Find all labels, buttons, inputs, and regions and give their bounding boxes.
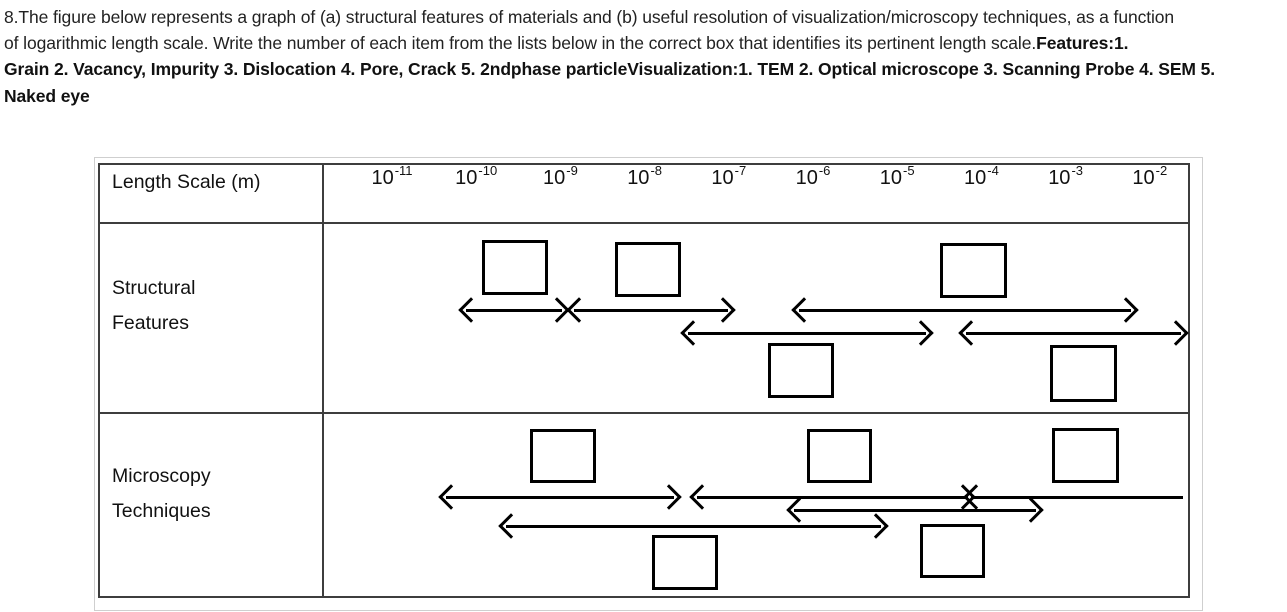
question-text: 8.The figure below represents a graph of… — [4, 4, 1285, 109]
range-arrow-mt-3 — [498, 512, 889, 539]
answer-box-mt-2 — [652, 535, 718, 590]
answer-box-sf-1 — [482, 240, 548, 295]
row-label-structural-line2: Features — [112, 312, 189, 334]
range-arrow-mt-1 — [438, 483, 682, 510]
range-arrow-mt-4 — [786, 496, 1044, 523]
answer-box-sf-4 — [940, 243, 1007, 298]
row-label-structural-line1: Structural — [112, 277, 196, 299]
range-arrow-mt-2 — [689, 483, 976, 510]
row-label-microscopy-line2: Techniques — [112, 500, 211, 522]
tick-label-10e-2: 10-2 — [1132, 163, 1168, 189]
row-label-microscopy-line1: Microscopy — [112, 465, 211, 487]
tick-label-10e-4: 10-4 — [963, 163, 999, 189]
answer-box-mt-5 — [1052, 428, 1119, 483]
tick-label-10e-7: 10-7 — [711, 163, 747, 189]
question-line-4: Naked eye — [4, 85, 90, 106]
answer-box-sf-5 — [1050, 345, 1117, 402]
answer-box-mt-4 — [920, 524, 985, 578]
tick-label-10e-11: 10-11 — [371, 163, 413, 189]
figure-frame — [94, 157, 1203, 611]
range-arrow-mt-5 — [963, 483, 1183, 510]
range-arrow-sf-5 — [958, 319, 1189, 346]
range-arrow-sf-4 — [791, 296, 1139, 323]
answer-box-mt-1 — [530, 429, 596, 483]
answer-box-sf-3 — [768, 343, 834, 398]
length-scale-header: Length Scale (m) — [112, 171, 261, 193]
range-arrow-sf-3 — [680, 319, 934, 346]
length-scale-table — [98, 163, 1190, 598]
tick-label-10e-8: 10-8 — [627, 163, 662, 189]
tick-label-10e-10: 10-10 — [455, 163, 498, 189]
answer-box-mt-3 — [807, 429, 872, 483]
question-line-2: of logarithmic length scale. Write the n… — [4, 33, 1129, 54]
range-arrow-sf-1 — [458, 296, 570, 323]
answer-box-sf-2 — [615, 242, 681, 297]
question-line-1: 8.The figure below represents a graph of… — [4, 7, 1175, 27]
tick-label-10e-5: 10-5 — [879, 163, 915, 189]
question-line-3: Grain 2. Vacancy, Impurity 3. Dislocatio… — [4, 59, 1216, 80]
range-arrow-sf-2 — [566, 296, 736, 323]
tick-label-10e-6: 10-6 — [795, 163, 831, 189]
table-column-divider — [322, 163, 324, 598]
tick-label-10e-9: 10-9 — [542, 163, 578, 189]
table-row-divider-header — [98, 222, 1190, 224]
table-row-divider-rows — [98, 412, 1190, 414]
tick-label-10e-3: 10-3 — [1048, 163, 1083, 189]
